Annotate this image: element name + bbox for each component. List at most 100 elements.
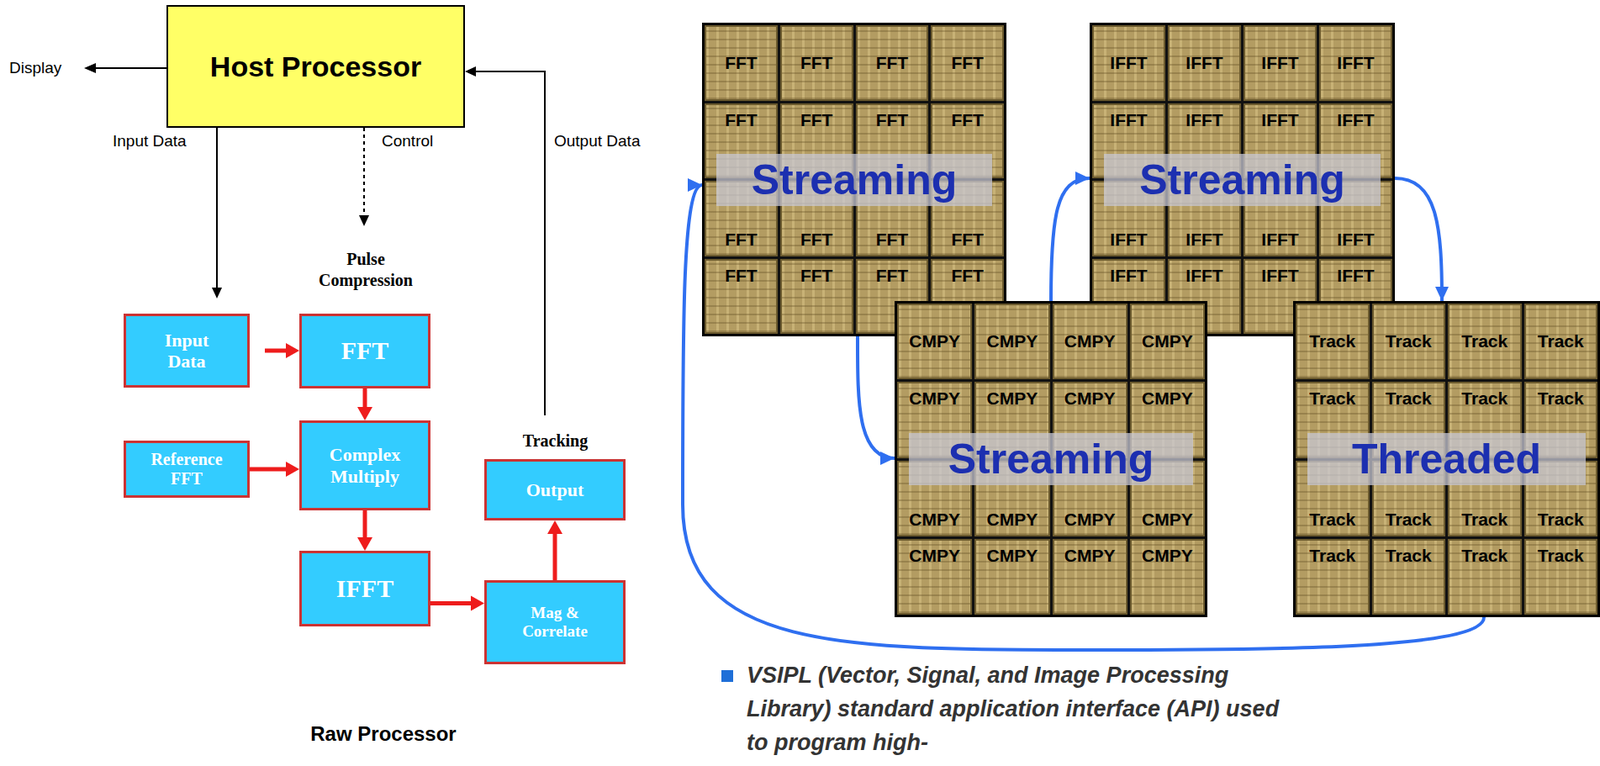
- processor-tile: Track: [1372, 303, 1447, 380]
- processor-tile: IFFT: [1243, 25, 1317, 101]
- dataflow-arrow: [357, 510, 373, 551]
- connector-line: [216, 127, 218, 292]
- stream-arrow: [1050, 171, 1090, 301]
- mode-band: Streaming: [908, 433, 1194, 486]
- box-label: Complex Multiply: [318, 443, 412, 487]
- process-box: Output: [484, 459, 626, 521]
- dataflow-arrow: [547, 520, 563, 581]
- arrowhead: [285, 461, 300, 477]
- processor-tile: Track: [1447, 538, 1522, 615]
- processor-tile: CMPY: [974, 303, 1050, 380]
- signal-arrow: [464, 66, 545, 416]
- tile-label: IFFT: [1261, 265, 1299, 286]
- output-label: Display: [9, 58, 62, 78]
- connector-line: [471, 71, 545, 416]
- processor-tile: Track: [1524, 538, 1599, 615]
- arrowhead: [464, 66, 476, 77]
- mode-band: Streaming: [1103, 153, 1381, 206]
- tile-label: CMPY: [1064, 388, 1116, 409]
- tile-label: IFFT: [1336, 265, 1374, 286]
- tile-label: CMPY: [908, 509, 961, 530]
- tile-label: Track: [1537, 509, 1585, 530]
- tile-label: IFFT: [1109, 265, 1147, 286]
- tile-label: IFFT: [1109, 52, 1147, 74]
- tile-label: Track: [1385, 331, 1432, 352]
- arrowhead: [687, 178, 703, 192]
- processor-tile: Track: [1295, 538, 1370, 615]
- label-holder: VSIPL (Vector, Signal, and Image Process…: [746, 658, 1285, 760]
- connector-label: Output Data: [551, 132, 643, 151]
- tile-label: CMPY: [908, 388, 961, 409]
- arrowhead: [211, 287, 222, 299]
- tile-label: Track: [1309, 388, 1356, 409]
- box-label: Input Data: [148, 329, 225, 373]
- box-label: FFT: [341, 336, 390, 366]
- tile-label: FFT: [950, 265, 983, 286]
- arrowhead: [1435, 286, 1449, 301]
- tile-label: CMPY: [1141, 388, 1194, 409]
- tile-label: FFT: [876, 110, 909, 131]
- signal-arrow: [211, 127, 222, 299]
- mode-band: Threaded: [1307, 433, 1586, 486]
- box-label: Reference FFT: [140, 449, 233, 489]
- tile-label: Track: [1309, 545, 1356, 566]
- dataflow-arrow: [264, 343, 300, 359]
- processor-tile: IFFT: [1167, 25, 1241, 101]
- tile-label: CMPY: [1064, 331, 1116, 352]
- processor-tile: FFT: [855, 25, 930, 101]
- tile-label: IFFT: [1185, 52, 1223, 74]
- processor-tile: CMPY: [897, 538, 972, 615]
- arrowhead: [547, 520, 563, 534]
- region-title: Pulse Compression: [302, 248, 429, 291]
- tile-label: Track: [1461, 388, 1508, 409]
- tile-label: CMPY: [908, 545, 961, 566]
- tile-label: CMPY: [1141, 509, 1194, 530]
- tile-array: StreamingIFFTIFFTIFFTIFFTIFFTIFFTIFFTIFF…: [1089, 22, 1395, 337]
- tile-label: IFFT: [1261, 52, 1299, 74]
- processor-tile: FFT: [780, 258, 854, 335]
- tile-label: IFFT: [1185, 110, 1223, 131]
- tile-array: StreamingFFTFFTFFTFFTFFTFFTFFTFFTFFTFFTF…: [702, 22, 1007, 337]
- arrowhead: [359, 215, 370, 227]
- region-title: Raw Processor: [310, 722, 456, 746]
- tile-label: CMPY: [987, 388, 1039, 409]
- tile-label: CMPY: [1064, 545, 1116, 566]
- processor-tile: CMPY: [1052, 538, 1128, 615]
- tile-label: IFFT: [1261, 110, 1299, 131]
- tile-label: FFT: [876, 229, 909, 250]
- tile-label: FFT: [724, 229, 757, 250]
- arrowhead: [470, 596, 485, 612]
- connector-line: [1394, 178, 1442, 301]
- tile-label: FFT: [950, 52, 983, 74]
- tile-label: CMPY: [987, 331, 1039, 352]
- processor-tile: FFT: [780, 25, 854, 101]
- processor-tile: FFT: [704, 25, 778, 101]
- tile-array: StreamingCMPYCMPYCMPYCMPYCMPYCMPYCMPYCMP…: [894, 300, 1208, 618]
- connector-line: [430, 601, 476, 606]
- box-label: IFFT: [336, 574, 394, 604]
- arrowhead: [285, 343, 300, 359]
- tile-label: FFT: [724, 265, 757, 286]
- label-holder: Input Data: [110, 132, 190, 151]
- arrowhead: [1075, 171, 1090, 185]
- stream-arrow: [857, 336, 895, 465]
- tile-label: IFFT: [1185, 265, 1223, 286]
- tile-label: IFFT: [1336, 52, 1374, 74]
- process-box: Complex Multiply: [299, 420, 431, 511]
- host-processor-box: Host Processor: [166, 5, 465, 128]
- tile-label: Track: [1461, 331, 1508, 352]
- process-box: Mag & Correlate: [484, 580, 626, 665]
- tile-array: ThreadedTrackTrackTrackTrackTrackTrackTr…: [1293, 300, 1600, 618]
- dataflow-arrow: [430, 596, 485, 612]
- tile-label: FFT: [950, 110, 983, 131]
- connector-label: Input Data: [110, 132, 190, 151]
- bullet-note: VSIPL (Vector, Signal, and Image Process…: [746, 658, 1285, 760]
- tile-label: IFFT: [1109, 110, 1147, 131]
- tile-label: CMPY: [987, 545, 1039, 566]
- connector-line: [857, 336, 895, 459]
- processor-tile: CMPY: [1130, 538, 1205, 615]
- processor-tile: CMPY: [974, 538, 1050, 615]
- label-holder: Display: [9, 58, 62, 78]
- processor-tile: IFFT: [1092, 25, 1166, 101]
- tile-label: Track: [1537, 545, 1585, 566]
